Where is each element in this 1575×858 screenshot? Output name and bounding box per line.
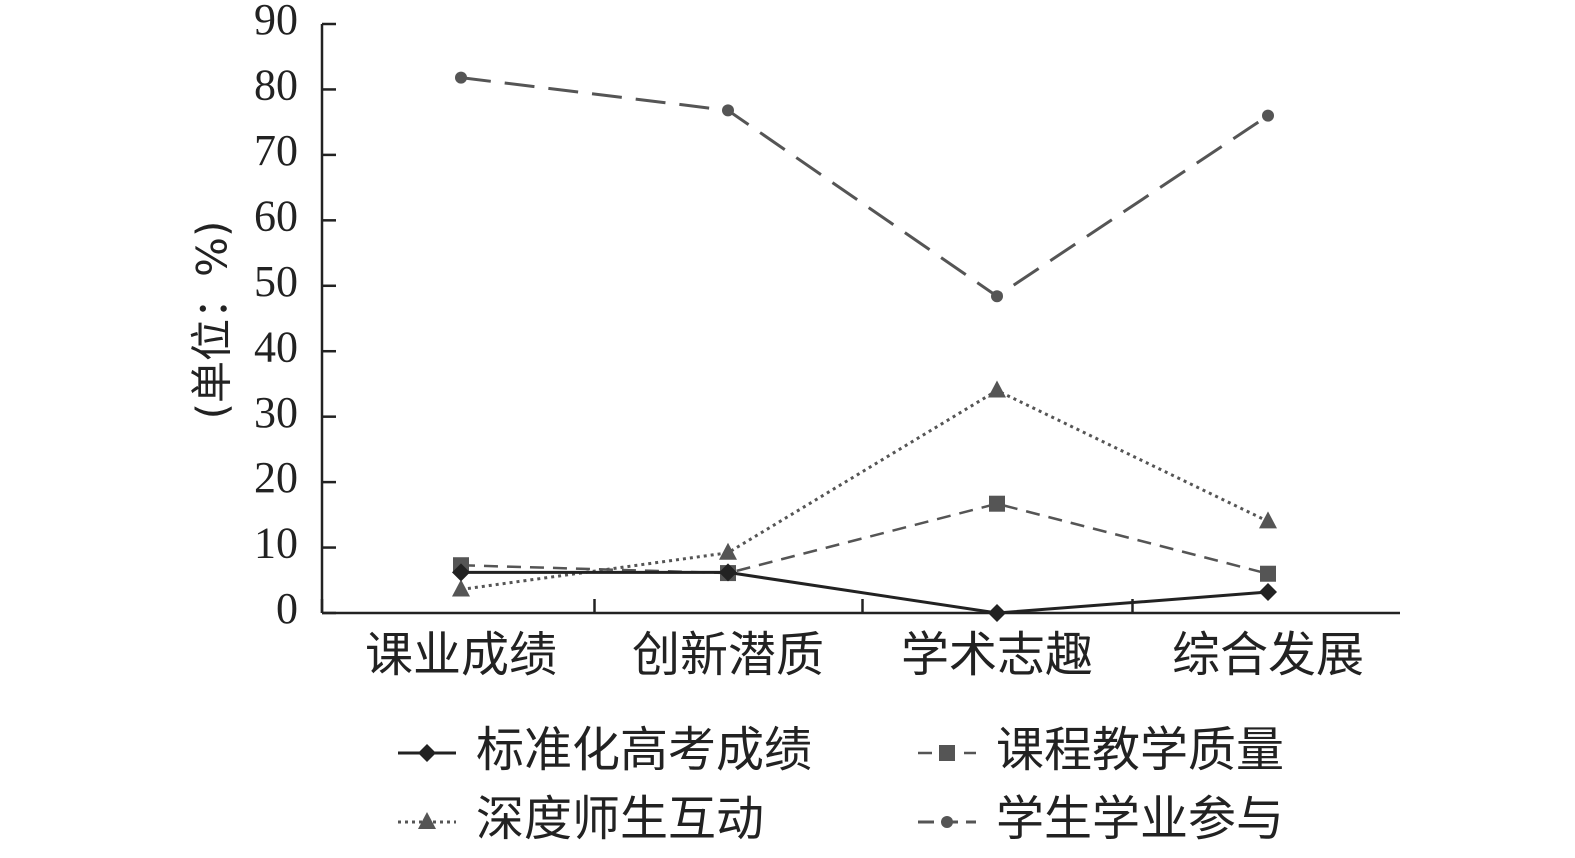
diamond-marker (1259, 583, 1277, 602)
square-marker (1260, 565, 1276, 582)
legend-item: 学生学业参与 (918, 791, 1284, 847)
legend-item: 标准化高考成绩 (398, 722, 812, 778)
legend-label: 深度师生互动 (476, 791, 764, 847)
y-tick-label: 60 (254, 191, 298, 240)
series-circle (455, 71, 1274, 303)
triangle-marker (418, 812, 436, 829)
y-tick-label: 40 (254, 322, 298, 371)
circle-marker (722, 104, 734, 117)
x-tick-label: 课业成绩 (365, 627, 557, 683)
series-triangle (452, 380, 1277, 597)
legend-label: 课程教学质量 (996, 722, 1284, 778)
legend-label: 标准化高考成绩 (476, 722, 812, 778)
series-line (460, 502, 1269, 575)
y-tick-label: 70 (254, 126, 298, 175)
square-marker (989, 495, 1005, 512)
diamond-marker (452, 563, 470, 582)
square-marker (939, 745, 955, 761)
circle-marker (455, 71, 467, 84)
axes (320, 24, 1400, 615)
x-tick-label: 学术志趣 (901, 627, 1093, 683)
series-line (460, 76, 1269, 299)
diamond-marker (988, 604, 1006, 622)
circle-marker (991, 290, 1003, 303)
series-square (453, 495, 1276, 582)
legend-item: 课程教学质量 (918, 722, 1284, 778)
circle-marker (1262, 109, 1274, 122)
x-tick-label: 综合发展 (1172, 627, 1364, 683)
series-layer (452, 71, 1277, 622)
series-diamond (452, 563, 1277, 622)
y-tick-label: 90 (254, 0, 298, 44)
triangle-marker (988, 380, 1006, 398)
y-ticks: 0 10 20 30 40 50 60 70 80 90 (254, 0, 336, 633)
series-line (460, 388, 1269, 591)
y-tick-label: 0 (276, 584, 298, 633)
legend-item: 深度师生互动 (398, 791, 764, 847)
circle-marker (941, 816, 953, 828)
triangle-marker (1259, 511, 1277, 529)
x-ticks: 课业成绩 创新潜质 学术志趣 综合发展 (320, 599, 1364, 683)
triangle-marker (719, 542, 737, 560)
series-line (461, 570, 1269, 615)
y-tick-label: 20 (254, 453, 298, 502)
y-axis-label: (单位：%) (188, 221, 237, 420)
legend-label: 学生学业参与 (996, 791, 1284, 847)
diamond-marker (418, 744, 436, 762)
y-tick-label: 10 (254, 519, 298, 568)
y-tick-label: 80 (254, 61, 298, 110)
triangle-marker (452, 579, 470, 597)
diamond-marker (719, 563, 737, 582)
y-tick-label: 50 (254, 257, 298, 306)
x-tick-label: 创新潜质 (632, 627, 824, 683)
y-tick-label: 30 (254, 388, 298, 437)
